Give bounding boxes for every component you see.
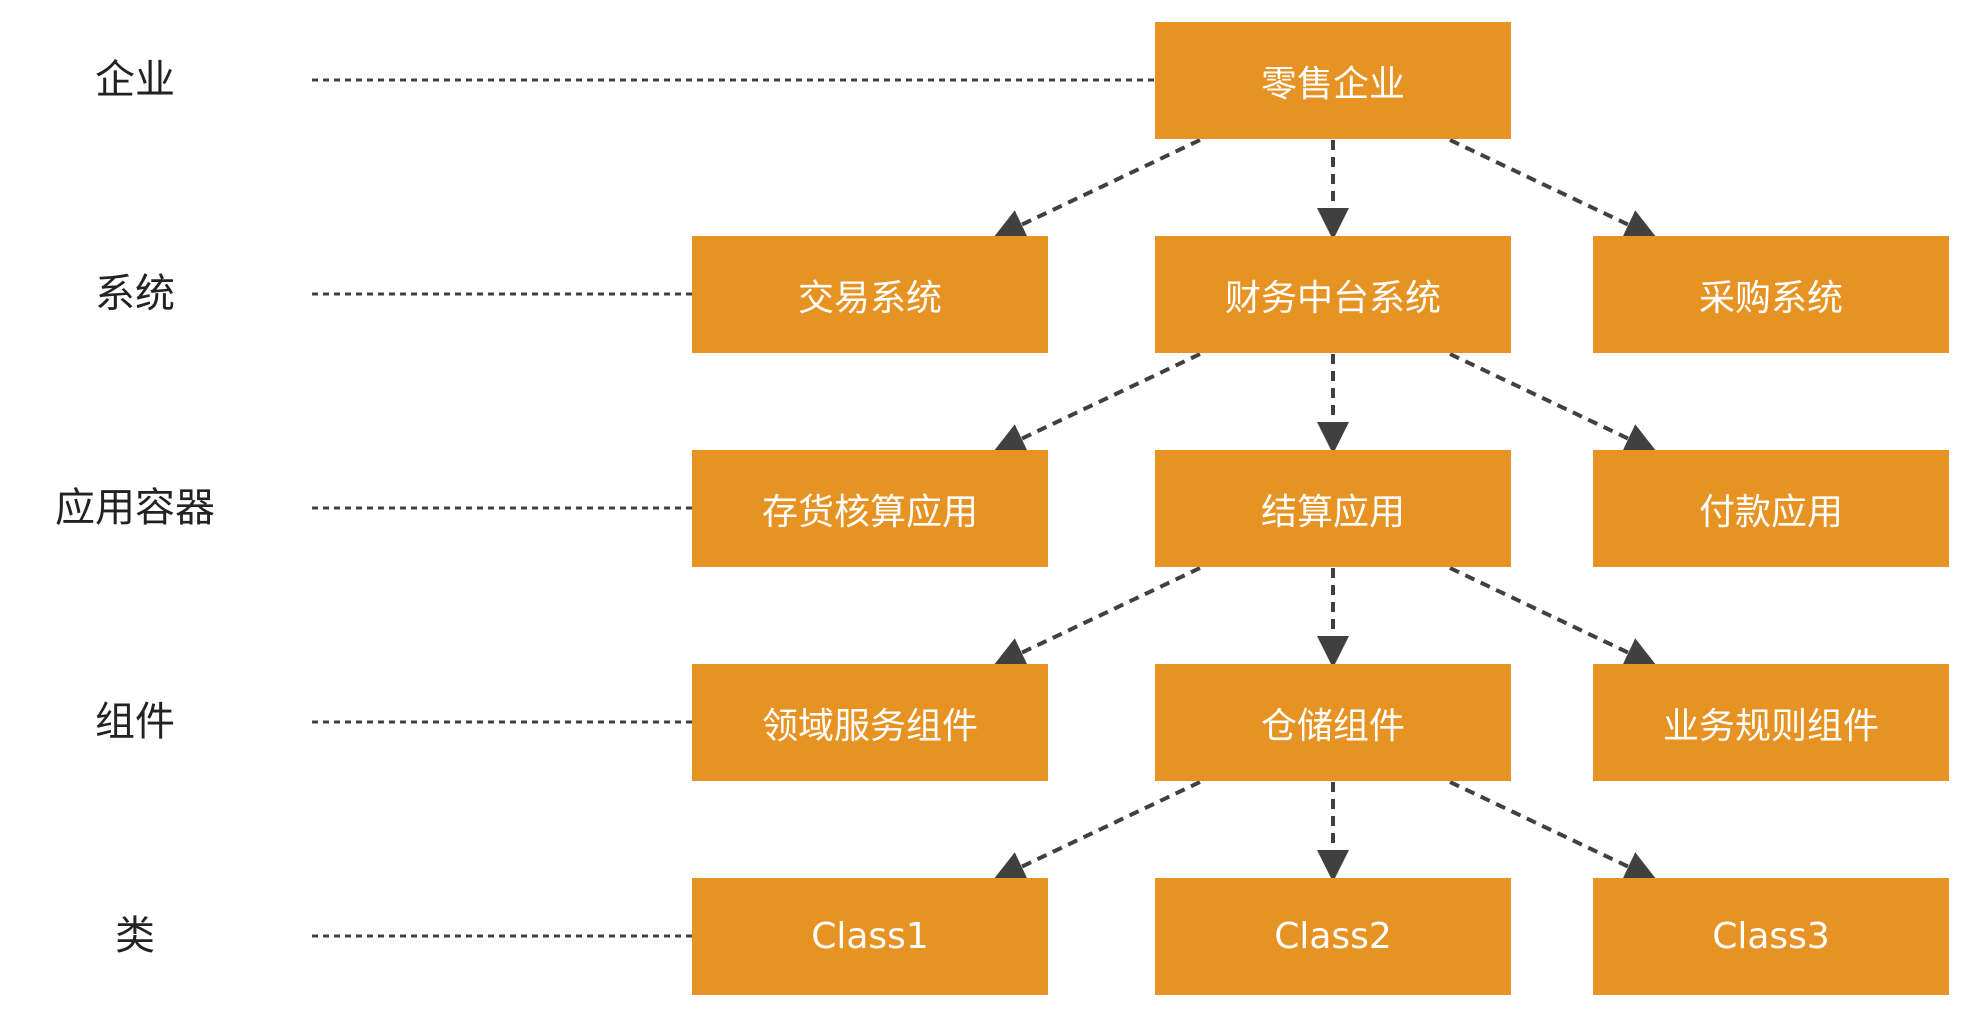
arrow-settlement-to-domain [992,566,1201,668]
node-label: 结算应用 [1260,491,1405,533]
node-label: Class3 [1712,916,1830,957]
node-class1: Class1 [692,878,1048,995]
node-storage-component: 仓储组件 [1155,664,1511,781]
arrow-storage-to-class3 [1449,780,1658,882]
node-label: 领域服务组件 [761,705,978,747]
node-label: Class2 [1274,916,1392,957]
arrow-finance-to-payment [1449,352,1658,454]
node-payment-app: 付款应用 [1593,450,1949,567]
arrow-root-to-purchase [1449,138,1658,240]
node-domain-service-component: 领域服务组件 [692,664,1048,781]
level-label-app-container: 应用容器 [55,485,215,531]
node-label: 零售企业 [1260,63,1405,105]
node-trade-system: 交易系统 [692,236,1048,353]
node-label: 财务中台系统 [1224,277,1441,319]
node-label: 仓储组件 [1260,705,1405,747]
node-settlement-app: 结算应用 [1155,450,1511,567]
node-label: Class1 [811,916,929,957]
arrow-storage-to-class1 [992,780,1201,882]
node-label: 交易系统 [797,277,942,319]
node-purchase-system: 采购系统 [1593,236,1949,353]
node-retail-enterprise: 零售企业 [1155,22,1511,139]
node-business-rules-component: 业务规则组件 [1593,664,1949,781]
level-label-system: 系统 [95,271,175,317]
arrow-root-to-trade [992,138,1201,240]
level-label-component: 组件 [95,699,175,745]
arrow-finance-to-inventory [992,352,1201,454]
level-label-enterprise: 企业 [95,57,175,103]
node-class2: Class2 [1155,878,1511,995]
node-finance-platform-system: 财务中台系统 [1155,236,1511,353]
node-label: 付款应用 [1698,491,1843,533]
node-label: 存货核算应用 [761,491,978,533]
node-label: 业务规则组件 [1662,705,1879,747]
node-label: 采购系统 [1698,277,1843,319]
arrow-settlement-to-rules [1449,566,1658,668]
level-label-class: 类 [115,913,155,959]
node-inventory-accounting-app: 存货核算应用 [692,450,1048,567]
node-class3: Class3 [1593,878,1949,995]
